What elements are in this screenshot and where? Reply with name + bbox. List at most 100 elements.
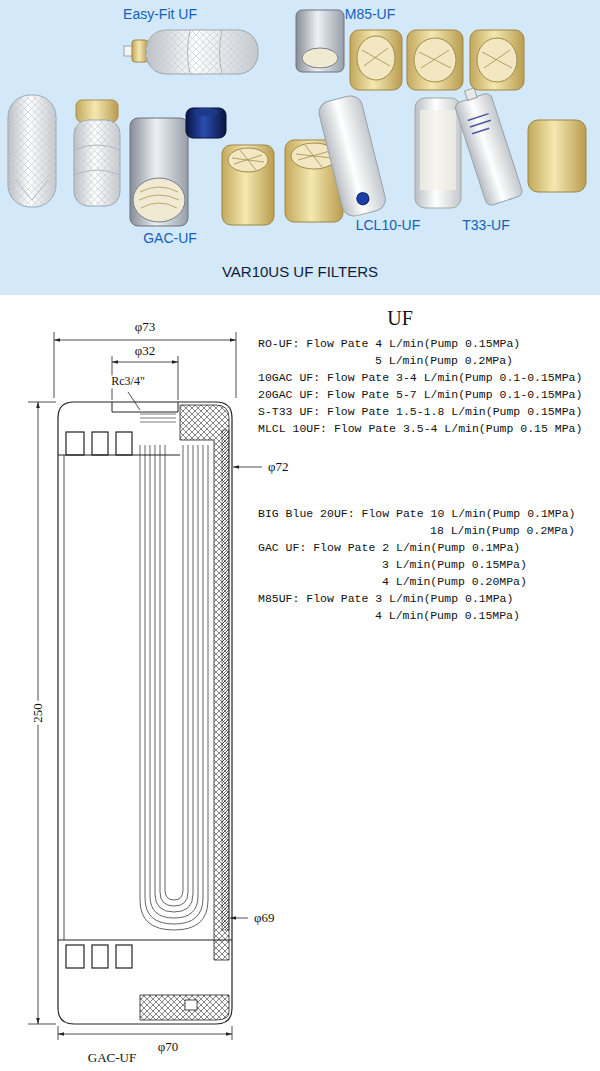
product-label: Easy-Fit UF [123,7,197,22]
spec-line: BIG Blue 20UF: Flow Pate 10 L/min(Pump 0… [258,508,575,521]
cartridge-section [58,402,232,1024]
figure-caption: GAC-UF [88,1051,136,1065]
dimension-lines [28,1024,56,1025]
filter-photos [482,50,512,68]
cartridge-section [140,445,208,930]
cartridge-section [145,445,203,924]
filter-photos [296,145,332,167]
filter-photos [477,38,517,82]
filter-photos [222,145,274,225]
dimension-lines [128,392,140,410]
dimension: φ32 [133,344,158,358]
cartridge-section [185,1000,197,1010]
spec-line: 3 L/min(Pump 0.15MPa) [382,559,527,572]
filter-photos [465,88,478,101]
filter-photos [468,114,493,134]
dimension-lines [178,356,179,400]
dimension: φ73 [133,320,158,334]
filter-photos [146,30,258,74]
product-label: M85-UF [345,7,396,22]
cartridge-section [66,945,84,968]
dimension: φ70 [156,1040,181,1054]
cartridge-section [58,402,232,1024]
product-label: LCL10-UF [356,218,421,233]
dimension: φ69 [252,911,277,925]
filter-photos [317,93,388,218]
filter-photos [133,178,185,222]
dimension-lines [28,332,262,1040]
filter-photos [317,93,388,218]
product-label: GAC-UF [143,231,197,246]
spec-line: S-T33 UF: Flow Pate 1.5-1.8 L/min(Pump 0… [258,406,582,419]
filter-photos [8,10,586,226]
filter-photos [74,145,120,175]
cartridge-section [222,430,229,930]
thread-size: Rc3/4" [109,375,147,388]
figure-title: VAR10US UF FILTERS [222,264,378,281]
filter-photos [415,98,461,208]
filter-photos [139,187,179,208]
cartridge-section [160,445,188,906]
filter-photos [130,118,188,226]
dimension: φ72 [266,460,291,474]
dimension-lines [54,340,236,341]
photo-panel [0,0,600,295]
product-label: T33-UF [462,218,509,233]
cartridge-section [112,402,178,412]
dimension: 250 [31,701,45,725]
cartridge-section [150,445,198,918]
spec-line: M85UF: Flow Pate 3 L/min(Pump 0.1MPa) [258,593,513,606]
filter-photos [194,108,218,116]
cartridge-section [140,414,176,422]
spec-line: 4 L/min(Pump 0.15MPa) [375,610,520,623]
filter-photos [454,92,524,206]
dimension-lines [233,467,262,468]
spec-line: 20GAC UF: Flow Pate 5-7 L/min(Pump 0.1-0… [258,389,582,402]
dimension-lines [232,1026,233,1040]
filter-photos [419,50,451,68]
dimension-lines [236,332,237,398]
filter-photos [350,30,402,90]
filter-photos [76,100,118,122]
filter-photos [528,120,586,192]
filter-photos [146,30,258,74]
filter-photos [420,110,456,190]
cartridge-section [155,445,193,912]
spec-line: 5 L/min(Pump 0.2MPa) [375,355,513,368]
cartridge-section [92,432,108,455]
cartridge-section [92,945,108,968]
dimension-lines [58,1026,59,1040]
spec-line: MLCL 10UF: Flow Pate 3.5-4 L/min(Pump 0.… [258,423,582,436]
filter-photos [407,30,463,90]
dimension-lines [230,918,248,919]
cartridge-section [116,432,132,455]
filter-photos [362,48,390,66]
filter-photos [74,120,120,206]
cartridge-section [140,445,208,930]
filter-photos [74,120,120,206]
cartridge-section [64,455,65,940]
cartridge-section [180,405,229,960]
dimension-lines [112,362,178,363]
spec-heading: UF [387,307,413,329]
dimension-lines [28,402,56,403]
photo-panel [0,0,600,295]
cartridge-section [140,995,229,1020]
filter-photos [356,191,371,206]
cartridge-section [66,432,84,455]
filter-photos [296,10,344,72]
spec-line: GAC UF: Flow Pate 2 L/min(Pump 0.1MPa) [258,542,520,555]
dimension-lines [54,332,55,398]
spec-line: 4 L/min(Pump 0.20MPa) [382,576,527,589]
filter-photos [357,36,395,80]
filter-photos [228,148,268,172]
filter-photos [16,180,48,200]
filter-photos [451,84,523,207]
cartridge-section [116,945,132,968]
spec-line: RO-UF: Flow Pate 4 L/min(Pump 0.15MPa) [258,338,520,351]
cartridge-section [58,939,232,940]
filter-photos [188,30,223,74]
cartridge-section [165,445,183,900]
filter-photos [414,38,456,82]
spec-line: 18 L/min(Pump 0.2MPa) [430,525,575,538]
